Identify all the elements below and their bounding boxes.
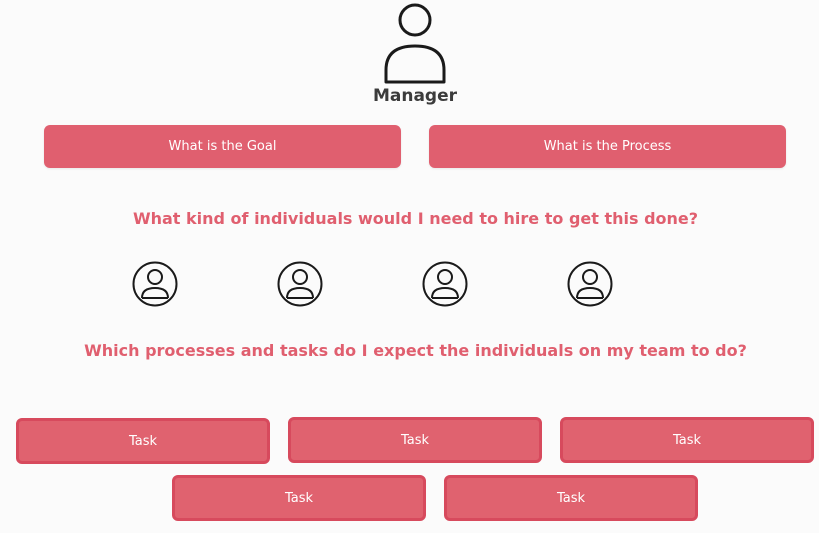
hire-question-heading: What kind of individuals would I need to… <box>132 209 699 228</box>
manager-person-icon <box>382 2 448 86</box>
task-box[interactable]: Task <box>444 475 698 521</box>
person-circle-icon <box>132 261 178 307</box>
person-circle-icon <box>277 261 323 307</box>
task-box[interactable]: Task <box>16 418 270 464</box>
process-button[interactable]: What is the Process <box>429 125 786 168</box>
task-box[interactable]: Task <box>172 475 426 521</box>
manager-label: Manager <box>372 86 458 106</box>
tasks-question-heading: Which processes and tasks do I expect th… <box>84 341 747 360</box>
goal-button[interactable]: What is the Goal <box>44 125 401 168</box>
task-box[interactable]: Task <box>560 417 814 463</box>
person-circle-icon <box>567 261 613 307</box>
task-box[interactable]: Task <box>288 417 542 463</box>
person-circle-icon <box>422 261 468 307</box>
